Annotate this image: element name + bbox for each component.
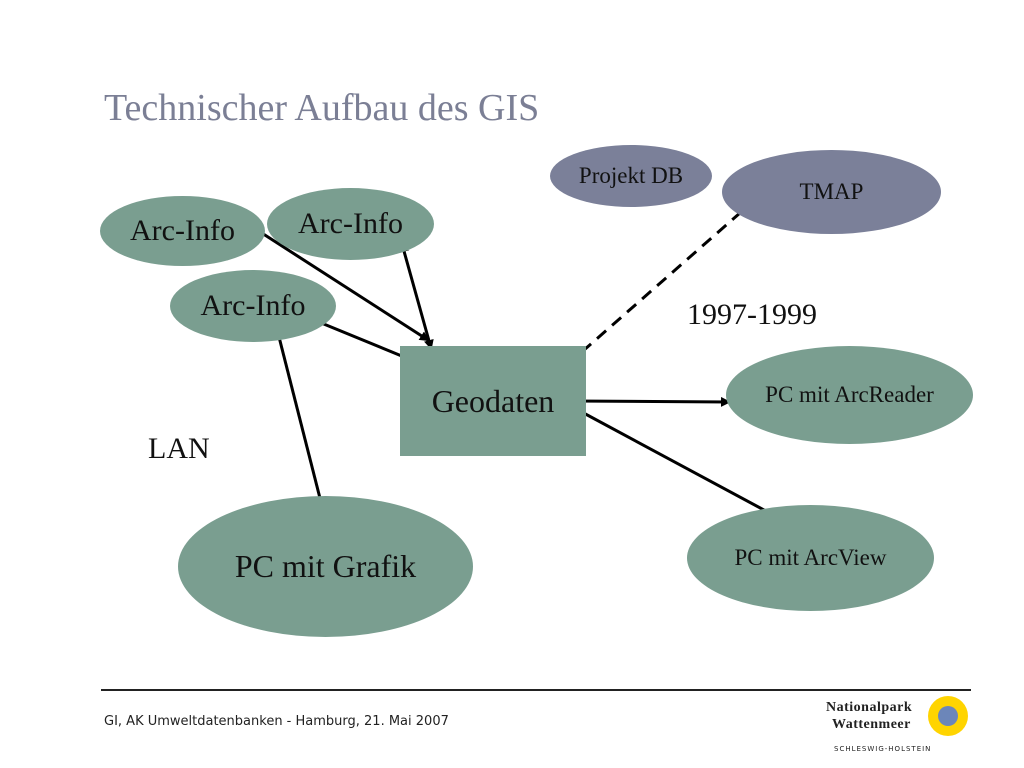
arrow-geodaten-pc-arcreader xyxy=(572,396,731,407)
arc-info-node-2-label: Arc-Info xyxy=(298,207,403,240)
years-label: 1997-1999 xyxy=(687,298,817,331)
tmap-label: TMAP xyxy=(799,179,864,204)
pc-grafik-label: PC mit Grafik xyxy=(234,548,417,584)
arrow-geodaten-pc-arcview xyxy=(577,408,779,519)
geodaten-node: Geodaten xyxy=(400,346,586,456)
arc-info-node-1-label: Arc-Info xyxy=(130,214,235,247)
projekt-db-label: Projekt DB xyxy=(578,163,684,188)
footer-text: GI, AK Umweltdatenbanken - Hamburg, 21. … xyxy=(104,714,449,729)
arc-info-node-1: Arc-Info xyxy=(100,196,265,266)
lan-label: LAN xyxy=(148,432,210,465)
pc-arcreader-node: PC mit ArcReader xyxy=(726,346,973,444)
pc-arcview-label: PC mit ArcView xyxy=(734,545,887,570)
geodaten-label: Geodaten xyxy=(431,382,555,419)
slide-title: Technischer Aufbau des GIS xyxy=(104,87,540,129)
arc-info-node-2: Arc-Info xyxy=(267,188,434,260)
sun-emblem-icon xyxy=(928,696,968,736)
arc-info-node-3-label: Arc-Info xyxy=(200,289,306,322)
nationalpark-logo: Nationalpark Wattenmeer SCHLESWIG-HOLSTE… xyxy=(822,696,982,760)
logo-line3: SCHLESWIG-HOLSTEIN xyxy=(834,745,932,753)
logo-line1: Nationalpark xyxy=(826,700,913,715)
pc-grafik-node: PC mit Grafik xyxy=(178,496,473,637)
pc-arcview-node: PC mit ArcView xyxy=(687,505,934,611)
pc-arcreader-label: PC mit ArcReader xyxy=(765,382,934,407)
logo-line2: Wattenmeer xyxy=(832,717,911,732)
tmap-node: TMAP xyxy=(722,150,941,234)
projekt-db-node: Projekt DB xyxy=(550,145,712,207)
arc-info-node-3: Arc-Info xyxy=(170,270,336,342)
arrow-geodaten-tmap-dashed xyxy=(566,196,759,367)
arrow-arc-info-pc-grafik xyxy=(276,332,327,516)
footer-divider xyxy=(101,689,971,691)
